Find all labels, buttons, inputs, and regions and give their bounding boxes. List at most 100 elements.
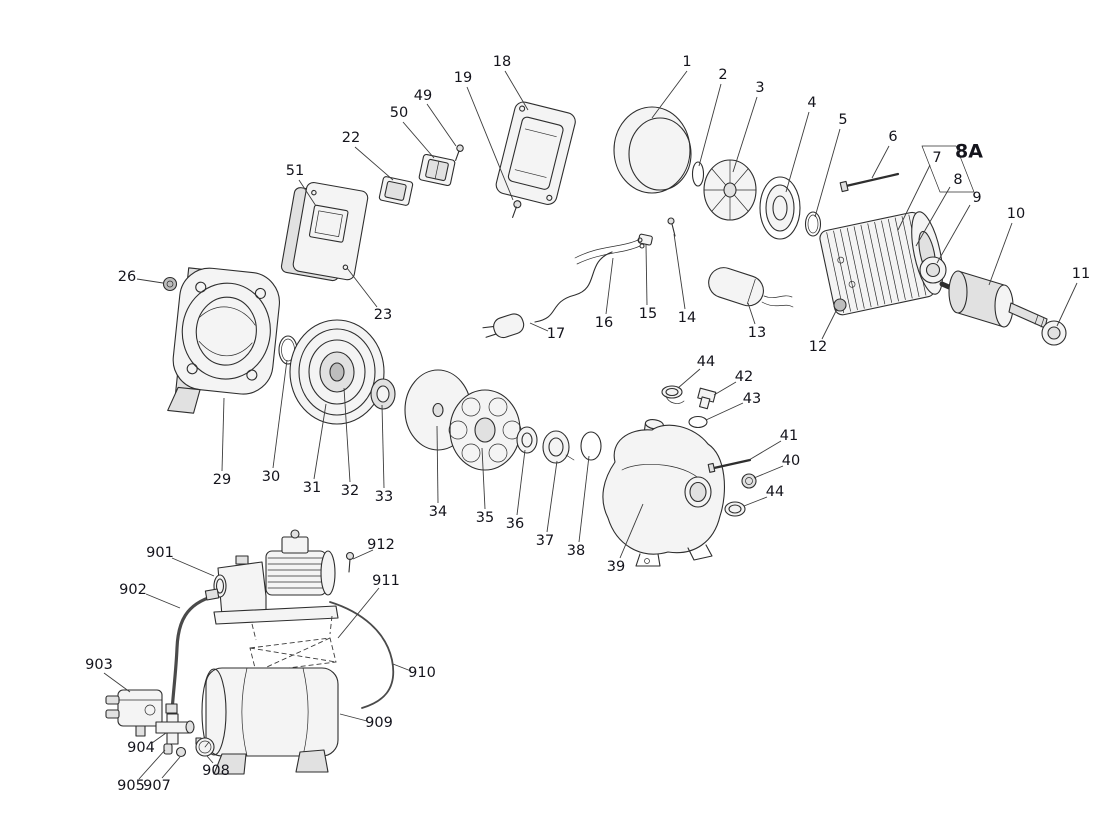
svg-text:42: 42 bbox=[735, 369, 753, 385]
part-label-26: 26 bbox=[118, 269, 164, 285]
svg-text:51: 51 bbox=[286, 163, 304, 179]
svg-text:32: 32 bbox=[341, 483, 359, 499]
fitting-905 bbox=[163, 743, 173, 755]
part-label-901: 901 bbox=[146, 545, 215, 577]
pump-body-39 bbox=[602, 419, 725, 567]
svg-text:29: 29 bbox=[213, 472, 231, 488]
part-label-902: 902 bbox=[119, 582, 181, 609]
diffuser-35 bbox=[448, 389, 522, 471]
tank-909 bbox=[201, 667, 339, 775]
part-label-907: 907 bbox=[143, 756, 181, 794]
svg-text:909: 909 bbox=[365, 715, 393, 731]
svg-text:2: 2 bbox=[718, 67, 727, 83]
part-label-16: 16 bbox=[595, 257, 614, 331]
part-label-1: 1 bbox=[651, 54, 692, 119]
svg-text:31: 31 bbox=[303, 480, 321, 496]
part-label-910: 910 bbox=[392, 663, 436, 681]
svg-text:901: 901 bbox=[146, 545, 174, 561]
part-label-4: 4 bbox=[785, 95, 817, 193]
svg-text:8: 8 bbox=[953, 172, 962, 188]
svg-text:8A: 8A bbox=[955, 141, 983, 163]
fitting-42 bbox=[697, 387, 717, 410]
part-label-34: 34 bbox=[429, 425, 447, 520]
part-label-30: 30 bbox=[262, 359, 288, 485]
part-label-44: 44 bbox=[677, 354, 715, 389]
svg-text:7: 7 bbox=[932, 150, 941, 166]
part-label-904: 904 bbox=[127, 732, 167, 756]
part-label-911: 911 bbox=[337, 573, 400, 639]
part-label-40: 40 bbox=[753, 453, 800, 479]
svg-text:22: 22 bbox=[342, 130, 360, 146]
terminal-cover-51 bbox=[292, 181, 369, 281]
flange-29 bbox=[167, 267, 280, 414]
svg-text:37: 37 bbox=[536, 533, 554, 549]
part-label-905: 905 bbox=[117, 749, 166, 794]
part-label-909: 909 bbox=[339, 713, 393, 731]
part-label-9: 9 bbox=[936, 190, 982, 264]
svg-text:13: 13 bbox=[748, 325, 766, 341]
svg-text:903: 903 bbox=[85, 657, 113, 673]
part-label-43: 43 bbox=[705, 391, 761, 421]
part-label-36: 36 bbox=[506, 449, 526, 532]
svg-text:912: 912 bbox=[367, 537, 395, 553]
svg-text:16: 16 bbox=[595, 315, 613, 331]
nut-40 bbox=[741, 473, 757, 489]
cover-plate-18 bbox=[495, 101, 576, 205]
pump-motor-unit-901 bbox=[213, 529, 339, 625]
gauge-908 bbox=[195, 737, 215, 757]
part-label-39: 39 bbox=[607, 503, 644, 575]
part-label-49: 49 bbox=[414, 88, 457, 147]
svg-text:33: 33 bbox=[375, 489, 393, 505]
svg-text:44: 44 bbox=[697, 354, 715, 370]
svg-text:40: 40 bbox=[782, 453, 800, 469]
part-label-908: 908 bbox=[202, 755, 230, 779]
part-label-33: 33 bbox=[375, 404, 393, 505]
o-ring-38 bbox=[580, 431, 602, 461]
bearing-33 bbox=[370, 378, 396, 410]
part-label-6: 6 bbox=[871, 129, 898, 179]
svg-text:9: 9 bbox=[972, 190, 981, 206]
svg-text:44: 44 bbox=[766, 484, 784, 500]
part-label-42: 42 bbox=[713, 369, 753, 396]
fitting-44b bbox=[724, 501, 746, 517]
ejector-37 bbox=[542, 430, 575, 464]
part-label-37: 37 bbox=[536, 460, 558, 549]
bearing-9 bbox=[919, 256, 947, 284]
svg-text:1: 1 bbox=[682, 54, 691, 70]
svg-text:35: 35 bbox=[476, 510, 494, 526]
part-label-3: 3 bbox=[732, 80, 765, 173]
cable-clamp-15 bbox=[637, 233, 653, 246]
plug-12 bbox=[833, 298, 847, 312]
part-label-50: 50 bbox=[390, 105, 435, 159]
circlip-2 bbox=[691, 161, 705, 187]
screw-49 bbox=[455, 144, 464, 161]
svg-text:38: 38 bbox=[567, 543, 585, 559]
five-way-fitting-904 bbox=[155, 713, 195, 745]
power-cord-17 bbox=[482, 251, 613, 339]
disc-31-32 bbox=[289, 319, 385, 425]
part-label-2: 2 bbox=[698, 67, 728, 167]
o-ring-5 bbox=[804, 211, 822, 237]
fitting-907 bbox=[175, 746, 187, 758]
part-label-5: 5 bbox=[814, 112, 848, 218]
svg-text:36: 36 bbox=[506, 516, 524, 532]
svg-text:19: 19 bbox=[454, 70, 472, 86]
hose-910 bbox=[329, 601, 395, 709]
part-label-17: 17 bbox=[529, 322, 565, 342]
svg-text:18: 18 bbox=[493, 54, 511, 70]
fan-3 bbox=[703, 159, 757, 221]
seal-36 bbox=[516, 426, 538, 454]
bearing-11 bbox=[1041, 320, 1067, 346]
part-label-18: 18 bbox=[493, 54, 529, 111]
part-label-44: 44 bbox=[743, 484, 784, 507]
bolt-41 bbox=[707, 458, 752, 473]
part-label-22: 22 bbox=[342, 130, 394, 181]
svg-text:6: 6 bbox=[888, 129, 897, 145]
switch-50 bbox=[418, 153, 456, 187]
part-label-41: 41 bbox=[748, 428, 798, 461]
fitting-44a bbox=[661, 385, 685, 404]
pressure-switch-903 bbox=[105, 689, 163, 737]
